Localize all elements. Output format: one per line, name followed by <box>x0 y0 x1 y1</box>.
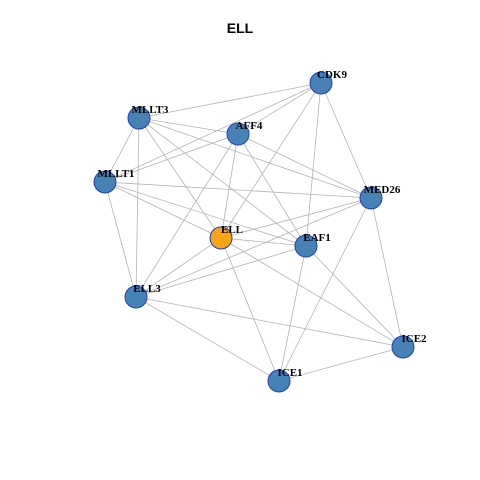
edge-mllt1-eaf1 <box>104 181 307 247</box>
node-mllt1[interactable] <box>93 170 117 194</box>
edge-mllt1-med26 <box>104 181 372 199</box>
edge-eaf1-ice1 <box>278 245 307 382</box>
edge-aff4-ell3 <box>135 133 239 298</box>
edge-med26-ell <box>220 197 372 239</box>
node-label-cdk9: CDK9 <box>317 69 347 81</box>
node-label-mllt1: MLLT1 <box>98 168 135 180</box>
node-label-mllt3: MLLT3 <box>132 104 169 116</box>
edge-cdk9-eaf1 <box>305 82 322 247</box>
edge-ell-eaf1 <box>220 237 307 247</box>
edge-mllt3-ell <box>138 117 222 239</box>
node-layer <box>93 71 415 393</box>
node-ell3[interactable] <box>124 285 148 309</box>
edge-cdk9-aff4 <box>237 82 322 135</box>
node-ice1[interactable] <box>267 369 291 393</box>
edge-mllt3-eaf1 <box>138 117 307 247</box>
node-label-ice2: ICE2 <box>401 333 427 345</box>
edge-layer <box>104 82 404 382</box>
edge-ice2-ice1 <box>278 346 404 382</box>
edge-mllt1-ell3 <box>104 181 137 298</box>
node-label-ell3: ELL3 <box>133 283 161 295</box>
edge-cdk9-ell <box>220 82 322 239</box>
edge-aff4-mllt1 <box>104 133 239 183</box>
edge-mllt1-ell <box>104 181 222 239</box>
node-ell[interactable] <box>209 226 233 250</box>
edge-cdk9-mllt1 <box>104 82 322 183</box>
node-aff4[interactable] <box>226 122 250 146</box>
edge-ell3-ice2 <box>135 296 404 348</box>
edge-mllt3-med26 <box>138 117 372 199</box>
node-med26[interactable] <box>359 186 383 210</box>
edge-aff4-ell <box>220 133 239 239</box>
figure-title: ELL <box>226 20 254 36</box>
node-label-med26: MED26 <box>364 184 401 196</box>
node-label-aff4: AFF4 <box>236 120 263 132</box>
edge-mllt3-ell3 <box>135 117 140 298</box>
node-label-eaf1: EAF1 <box>303 232 331 244</box>
edge-ell-ice1 <box>220 237 280 382</box>
node-eaf1[interactable] <box>294 234 318 258</box>
edge-med26-ice1 <box>278 197 372 382</box>
node-mllt3[interactable] <box>127 106 151 130</box>
edge-ell-ell3 <box>135 237 222 298</box>
node-ice2[interactable] <box>391 335 415 359</box>
edge-med26-ell3 <box>135 197 372 298</box>
edge-ell-ice2 <box>220 237 404 348</box>
node-label-ell: ELL <box>221 224 243 236</box>
edge-mllt3-aff4 <box>138 117 239 135</box>
edge-cdk9-mllt3 <box>138 82 322 119</box>
edge-cdk9-med26 <box>320 82 372 199</box>
edge-eaf1-ell3 <box>135 245 307 298</box>
edge-aff4-eaf1 <box>237 133 307 247</box>
edge-aff4-med26 <box>237 133 372 199</box>
node-cdk9[interactable] <box>309 71 333 95</box>
edge-ell3-ice1 <box>135 296 280 382</box>
edge-eaf1-ice2 <box>305 245 404 348</box>
edge-mllt3-mllt1 <box>104 117 140 183</box>
edge-med26-ice2 <box>370 197 404 348</box>
node-label-ice1: ICE1 <box>277 367 302 379</box>
